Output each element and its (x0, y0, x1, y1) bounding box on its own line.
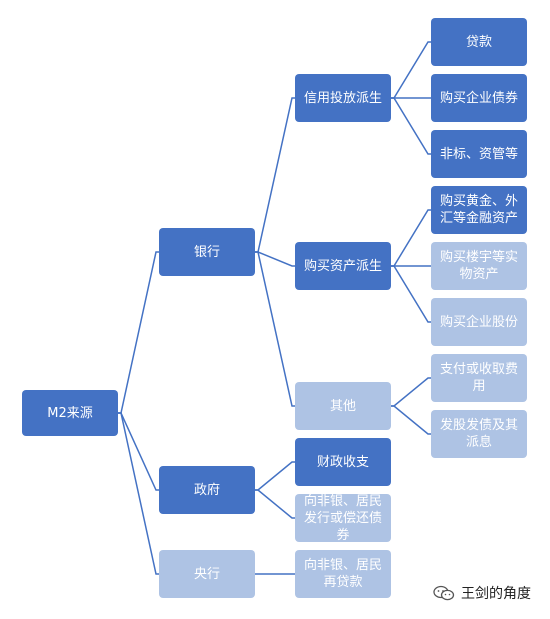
node-m2-source: M2来源 (22, 390, 118, 436)
connector-bank-other (255, 251, 295, 407)
node-other: 其他 (295, 382, 391, 430)
wechat-icon (433, 585, 455, 601)
connector-asset-equity (391, 265, 431, 323)
watermark: 王剑的角度 (433, 583, 531, 603)
connector-credit-nonstd (391, 97, 431, 155)
connector-credit-loan (391, 41, 431, 99)
node-non-standard-assets: 非标、资管等 (431, 130, 527, 178)
connector-root-bank (118, 251, 159, 414)
node-loans: 贷款 (431, 18, 527, 66)
watermark-text: 王剑的角度 (461, 586, 531, 602)
node-gold-forex-assets: 购买黄金、外汇等金融资产 (431, 186, 527, 234)
node-issuance-and-dividends: 发股发债及其派息 (431, 410, 527, 458)
node-government: 政府 (159, 466, 255, 514)
connector-asset-gold (391, 209, 431, 267)
node-relending: 向非银、居民再贷款 (295, 550, 391, 598)
node-physical-assets: 购买楼宇等实物资产 (431, 242, 527, 290)
node-asset-purchase-derivation: 购买资产派生 (295, 242, 391, 290)
connector-other-fees (391, 377, 431, 407)
connector-gov-fiscal (255, 461, 295, 491)
connector-other-dividend (391, 405, 431, 435)
node-bank: 银行 (159, 228, 255, 276)
node-fiscal-revenue-expenditure: 财政收支 (295, 438, 391, 486)
node-credit-derivation: 信用投放派生 (295, 74, 391, 122)
node-central-bank: 央行 (159, 550, 255, 598)
connector-root-central (118, 412, 159, 575)
node-fees: 支付或收取费用 (431, 354, 527, 402)
connector-gov-govbond (255, 489, 295, 519)
node-corporate-bonds: 购买企业债券 (431, 74, 527, 122)
connector-bank-credit (255, 97, 295, 253)
node-corporate-equity: 购买企业股份 (431, 298, 527, 346)
node-government-bond-issuance: 向非银、居民发行或偿还债券 (295, 494, 391, 543)
